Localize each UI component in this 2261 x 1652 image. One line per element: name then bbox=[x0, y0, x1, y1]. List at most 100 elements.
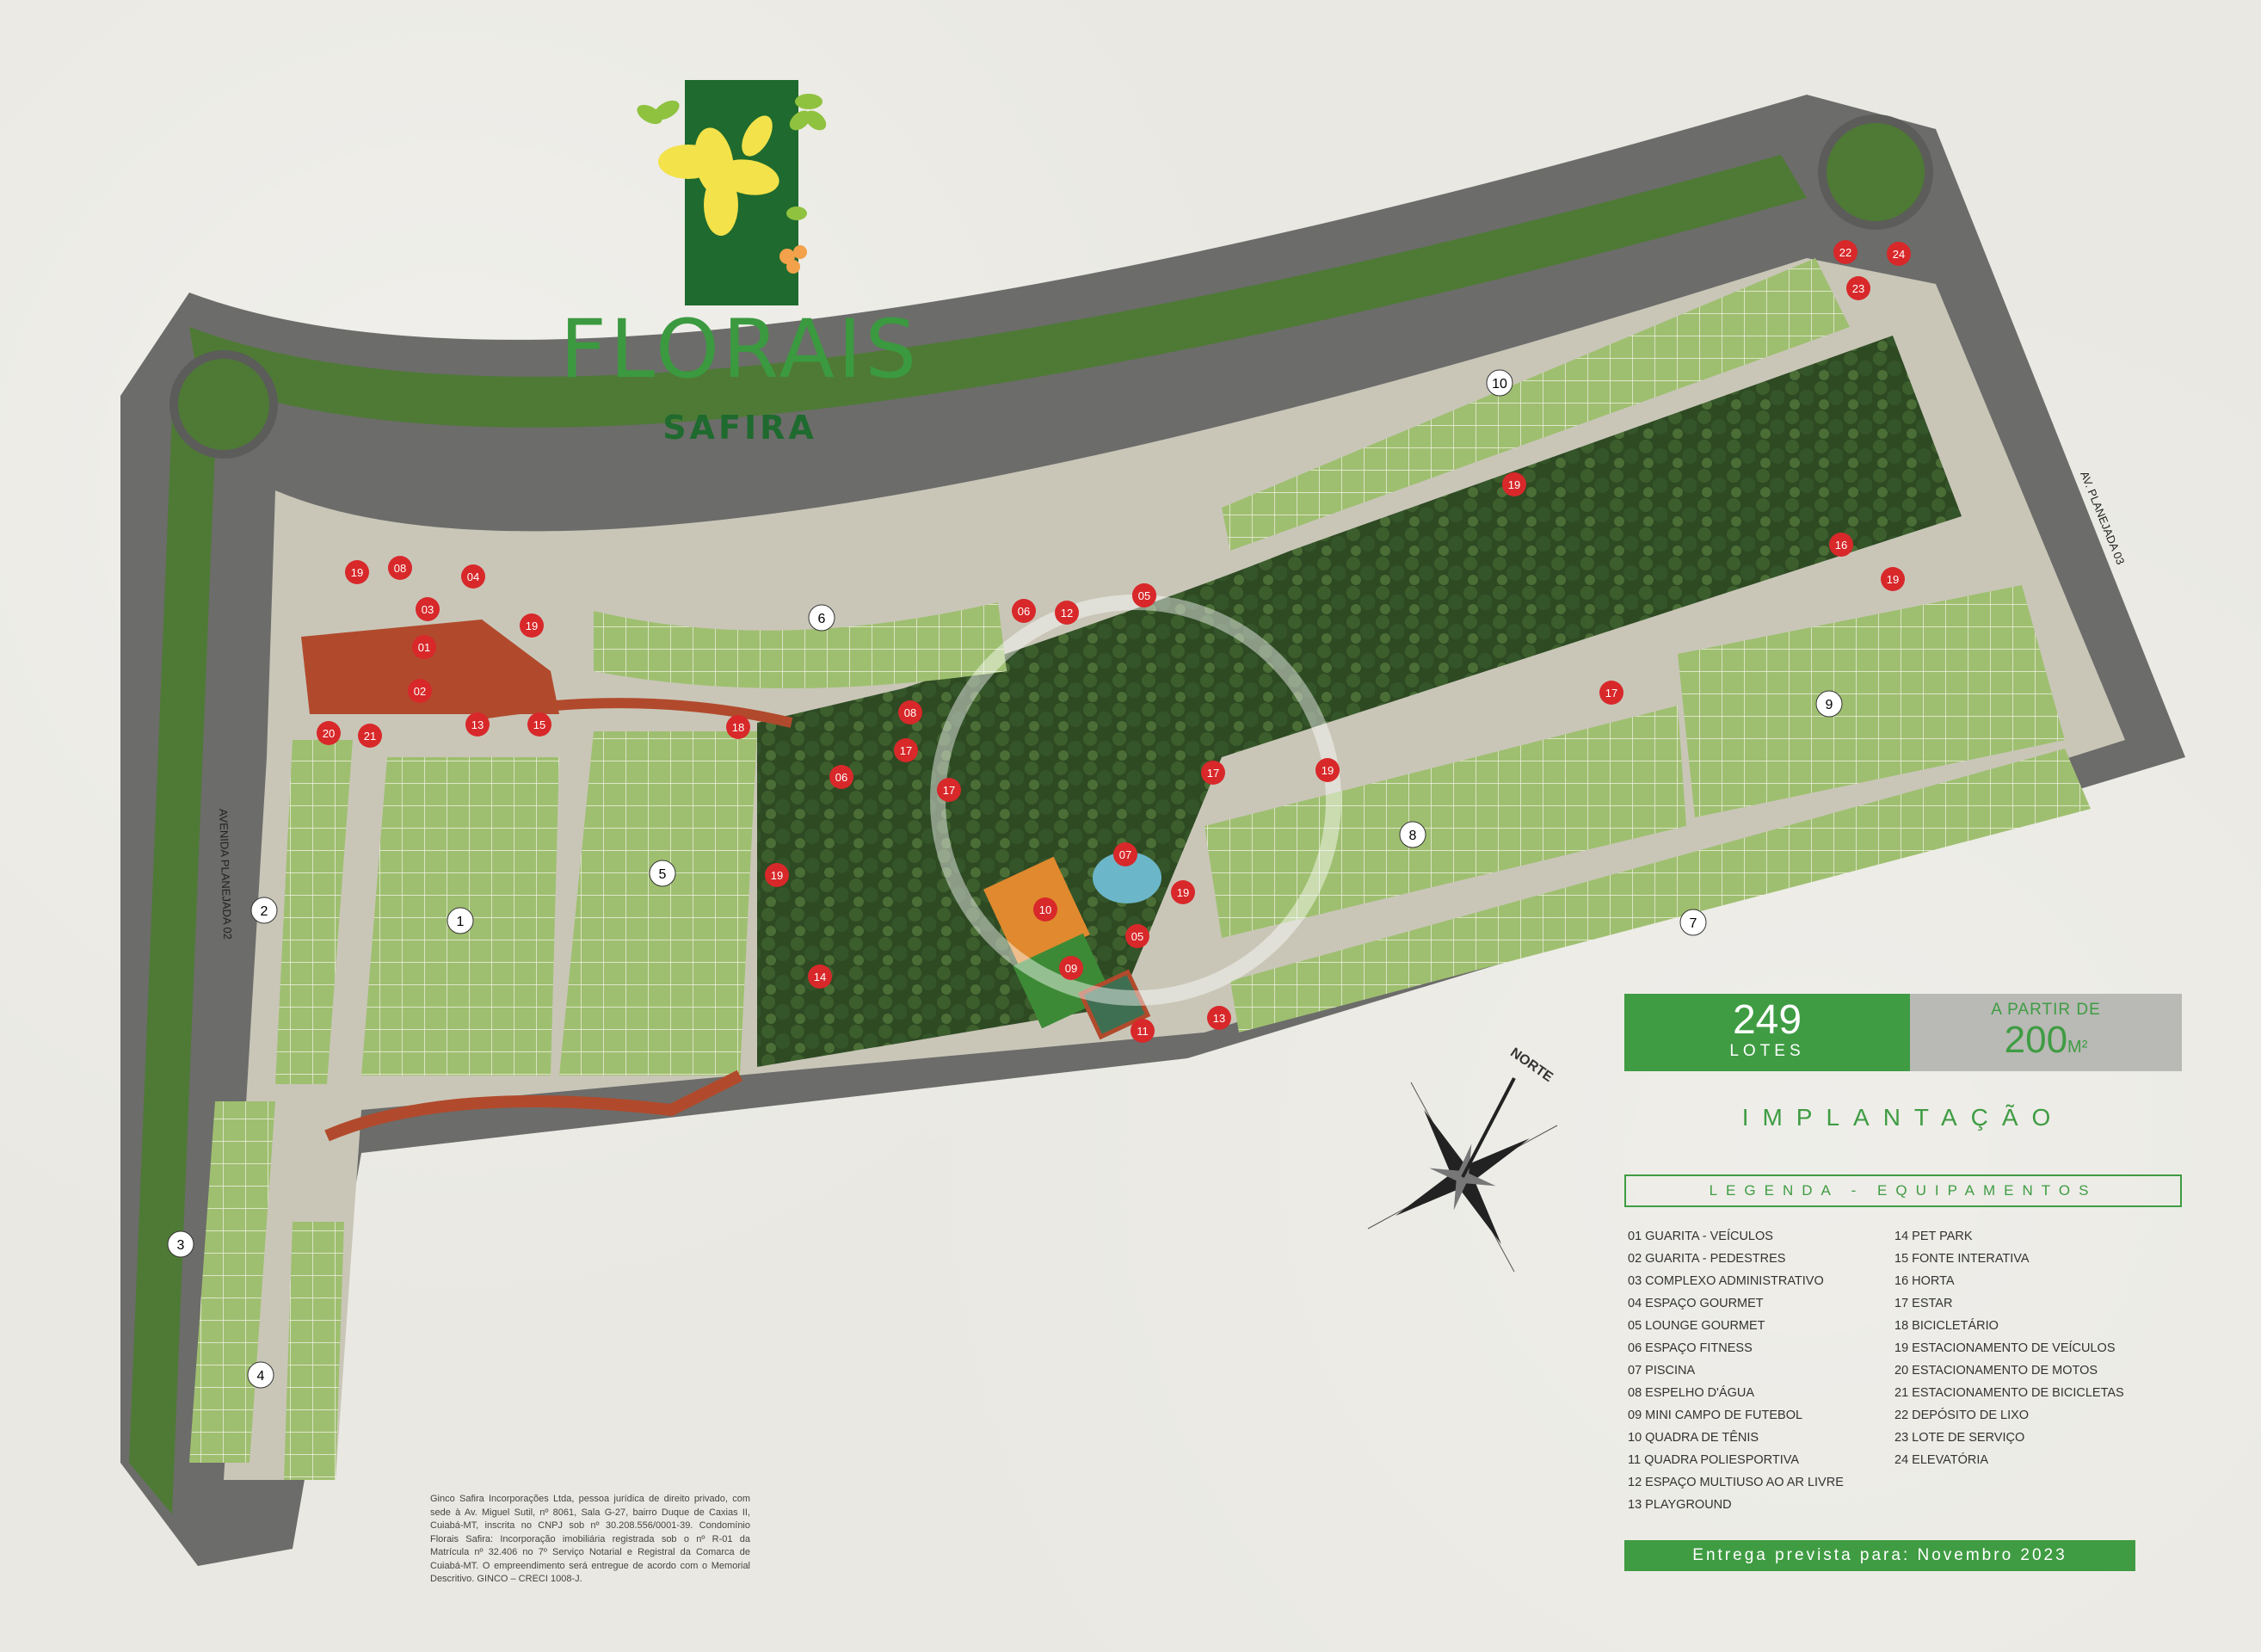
pool bbox=[1093, 852, 1161, 903]
road-label-west: AVENIDA PLANEJADA 02 bbox=[217, 809, 234, 940]
legend-item: 01 GUARITA - VEÍCULOS bbox=[1628, 1230, 1773, 1243]
amenity-marker bbox=[1113, 842, 1137, 866]
grass-strip-left bbox=[129, 413, 215, 1514]
amenity-marker bbox=[1833, 240, 1857, 264]
block-label: 9 bbox=[1826, 698, 1833, 712]
lots-block-5 bbox=[559, 731, 757, 1076]
grass-strip-top bbox=[189, 155, 1807, 428]
amenity-marker-label: 16 bbox=[1835, 539, 1847, 552]
lots-block-2 bbox=[275, 740, 353, 1084]
amenity-marker-label: 05 bbox=[1131, 930, 1143, 943]
lots-block-4 bbox=[284, 1222, 344, 1480]
amenity-marker-label: 23 bbox=[1852, 282, 1864, 295]
legend-item: 11 QUADRA POLIESPORTIVA bbox=[1628, 1453, 1800, 1467]
amenity-marker bbox=[1207, 1006, 1231, 1030]
legend-item: 05 LOUNGE GOURMET bbox=[1628, 1319, 1765, 1333]
amenity-marker bbox=[1599, 681, 1623, 705]
legend-item: 19 ESTACIONAMENTO DE VEÍCULOS bbox=[1894, 1341, 2116, 1355]
legend-item: 20 ESTACIONAMENTO DE MOTOS bbox=[1894, 1364, 2098, 1378]
legend-item: 07 PISCINA bbox=[1628, 1364, 1696, 1378]
amenity-marker-label: 13 bbox=[471, 718, 484, 731]
amenity-marker-label: 15 bbox=[533, 718, 545, 731]
block-label: 7 bbox=[1690, 916, 1697, 931]
section-title: IMPLANTAÇÃO bbox=[1741, 1104, 2065, 1131]
block-label: 6 bbox=[818, 612, 826, 626]
legend-item: 24 ELEVATÓRIA bbox=[1894, 1453, 1989, 1467]
area-unit: M² bbox=[2067, 1038, 2088, 1057]
amenity-marker bbox=[937, 778, 961, 802]
lots-block-9 bbox=[1678, 585, 2065, 817]
amenity-marker bbox=[317, 721, 341, 745]
lots-block-8 bbox=[1204, 706, 1686, 938]
amenity-marker bbox=[1887, 242, 1911, 266]
amenity-marker bbox=[829, 765, 853, 789]
amenity-marker-label: 19 bbox=[1177, 886, 1189, 899]
legend-item: 15 FONTE INTERATIVA bbox=[1894, 1252, 2030, 1266]
block-label: 2 bbox=[261, 904, 268, 919]
amenity-marker bbox=[726, 715, 750, 739]
amenity-marker bbox=[1059, 956, 1083, 980]
area-value: 200 bbox=[2004, 1019, 2068, 1061]
legend-item: 23 LOTE DE SERVIÇO bbox=[1894, 1431, 2025, 1445]
multisport-court bbox=[1078, 969, 1151, 1040]
amenity-marker bbox=[1012, 599, 1036, 623]
area-label: A PARTIR DE bbox=[1991, 1001, 2101, 1019]
amenity-marker-label: 22 bbox=[1839, 246, 1851, 259]
amenity-marker-label: 19 bbox=[771, 869, 783, 882]
block-label: 8 bbox=[1409, 829, 1417, 843]
min-area-box: A PARTIR DE 200M² bbox=[1910, 994, 2182, 1071]
amenity-marker bbox=[465, 712, 490, 737]
amenity-marker-label: 11 bbox=[1137, 1025, 1149, 1038]
block-label: 1 bbox=[457, 915, 465, 929]
amenity-marker bbox=[1125, 924, 1149, 948]
amenity-marker-label: 19 bbox=[1321, 764, 1334, 777]
amenity-marker-label: 18 bbox=[732, 721, 744, 734]
amenity-marker bbox=[1881, 567, 1905, 591]
legend-column-right: 14 PET PARK 15 FONTE INTERATIVA 16 HORTA… bbox=[1894, 1225, 2124, 1471]
amenity-marker-label: 06 bbox=[835, 771, 847, 784]
amenity-marker bbox=[416, 597, 440, 621]
amenity-marker bbox=[1132, 583, 1156, 607]
amenity-marker bbox=[1201, 761, 1225, 785]
amenity-marker-label: 09 bbox=[1065, 962, 1077, 975]
brand-name: FLORAIS bbox=[559, 303, 921, 397]
block-label: 5 bbox=[659, 867, 667, 882]
amenity-marker-label: 17 bbox=[1207, 767, 1219, 780]
amenity-marker bbox=[527, 712, 551, 737]
amenity-marker-label: 20 bbox=[323, 727, 335, 740]
flower-logo-icon bbox=[637, 94, 827, 274]
amenity-marker bbox=[1829, 533, 1853, 557]
legend-column-left: 01 GUARITA - VEÍCULOS 02 GUARITA - PEDES… bbox=[1628, 1225, 1844, 1516]
amenity-marker bbox=[358, 724, 382, 748]
amenity-marker bbox=[408, 679, 432, 703]
legend-item: 12 ESPAÇO MULTIUSO AO AR LIVRE bbox=[1628, 1476, 1844, 1489]
legend-item: 08 ESPELHO D'ÁGUA bbox=[1628, 1386, 1755, 1400]
amenity-marker-label: 24 bbox=[1893, 248, 1905, 261]
amenity-marker-label: 02 bbox=[414, 685, 426, 698]
amenity-marker-label: 01 bbox=[418, 641, 430, 654]
amenity-marker-label: 04 bbox=[467, 570, 479, 583]
legend-item: 06 ESPAÇO FITNESS bbox=[1628, 1341, 1753, 1355]
legend-title: LEGENDA - EQUIPAMENTOS bbox=[1624, 1174, 2182, 1207]
amenity-marker-label: 08 bbox=[904, 706, 916, 719]
amenity-marker bbox=[520, 613, 544, 638]
amenity-marker-label: 19 bbox=[1508, 478, 1520, 491]
amenity-marker-label: 21 bbox=[364, 730, 376, 743]
amenity-marker bbox=[345, 560, 369, 584]
amenity-marker-label: 06 bbox=[1018, 605, 1030, 618]
roundabout-west bbox=[169, 350, 278, 459]
amenity-marker bbox=[894, 738, 918, 762]
walkway-center bbox=[481, 698, 793, 728]
amenity-marker-label: 05 bbox=[1138, 589, 1150, 602]
legend-item: 16 HORTA bbox=[1894, 1274, 1955, 1288]
walkway-entrance bbox=[301, 620, 559, 714]
roundabout-east bbox=[1818, 114, 1933, 230]
amenity-marker-label: 19 bbox=[526, 620, 538, 632]
brand-subtitle: SAFIRA bbox=[662, 409, 817, 447]
legend-item: 03 COMPLEXO ADMINISTRATIVO bbox=[1628, 1274, 1824, 1288]
amenity-marker bbox=[808, 965, 832, 989]
amenity-marker-label: 10 bbox=[1039, 903, 1051, 916]
amenity-marker bbox=[1033, 897, 1057, 922]
